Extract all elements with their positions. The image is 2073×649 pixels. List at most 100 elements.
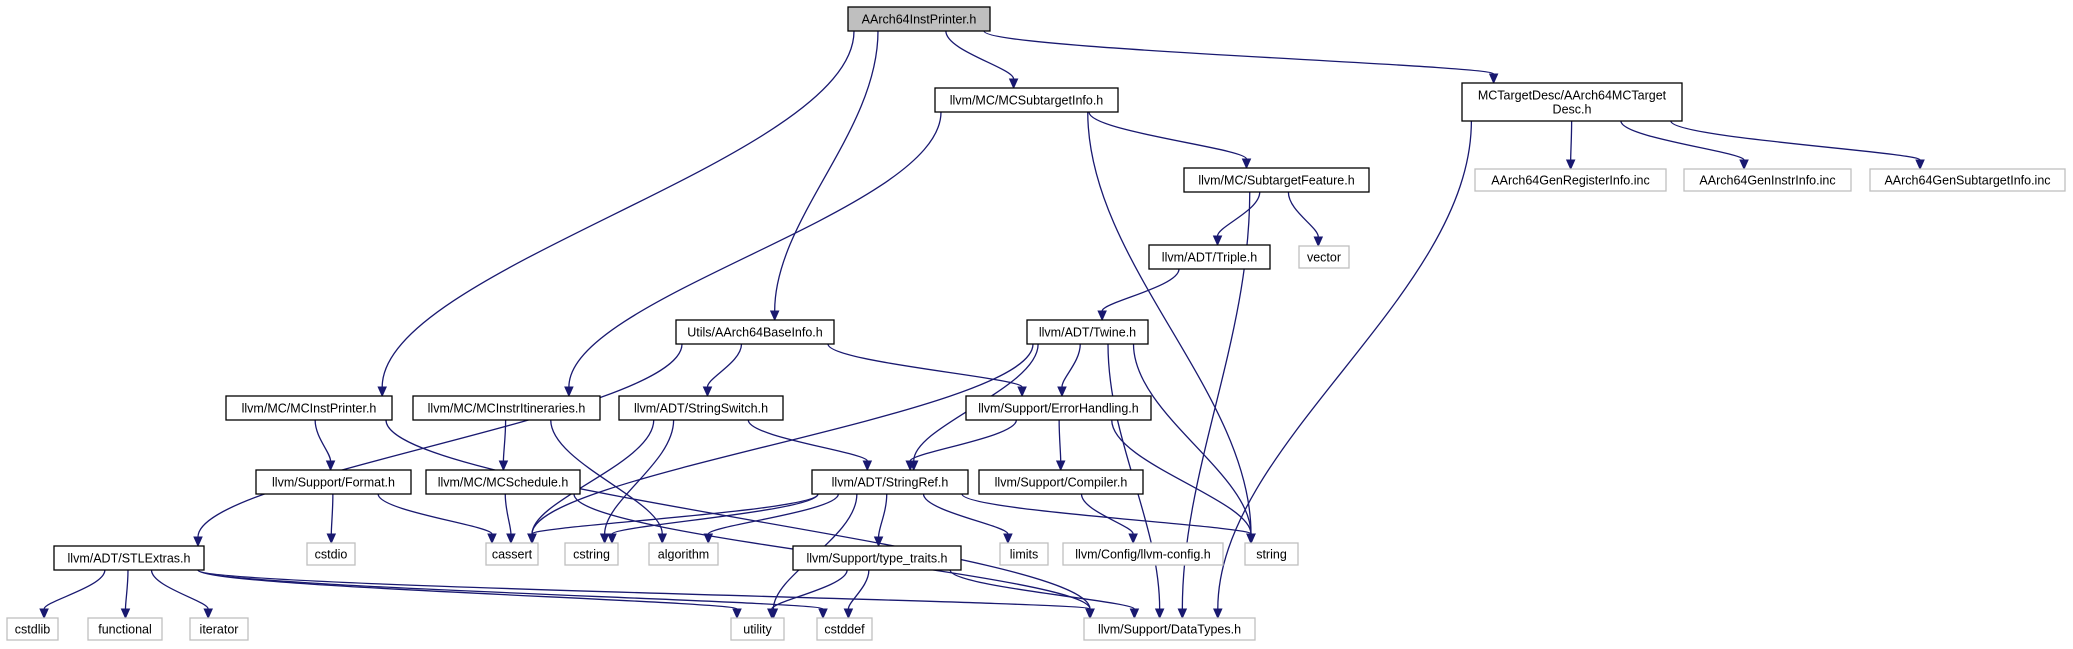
node-box: [1083, 617, 1256, 641]
edge-line: [531, 343, 1034, 535]
node-label: utility: [743, 623, 772, 637]
node-stringref[interactable]: llvm/ADT/StringRef.h: [811, 469, 969, 495]
node-mcinstprinter[interactable]: llvm/MC/MCInstPrinter.h: [225, 395, 393, 421]
edge-line: [707, 493, 840, 535]
arrowhead: [1213, 608, 1223, 620]
node-basinfo[interactable]: Utils/AArch64BaseInfo.h: [675, 319, 835, 345]
node-label: MCTargetDesc/AArch64MCTarget: [1478, 89, 1667, 103]
node-mcschedule[interactable]: llvm/MC/MCSchedule.h: [425, 469, 581, 495]
arrowhead: [377, 386, 387, 398]
edge-line: [1058, 419, 1062, 462]
edge-mcinstprinter-to-format: [314, 419, 336, 472]
arrowhead: [1313, 236, 1324, 248]
node-box: [730, 617, 785, 641]
node-label: limits: [1010, 548, 1038, 562]
edge-line: [197, 343, 683, 538]
node-stlextras[interactable]: llvm/ADT/STLExtras.h: [53, 545, 205, 571]
node-typetraits[interactable]: llvm/Support/type_traits.h: [792, 545, 962, 571]
node-box: [255, 469, 412, 495]
node-errorhandling[interactable]: llvm/Support/ErrorHandling.h: [965, 395, 1152, 421]
arrowhead: [1097, 310, 1107, 322]
node-box: [1474, 168, 1667, 192]
edge-format-to-cstdio: [326, 493, 337, 545]
node-compiler[interactable]: llvm/Support/Compiler.h: [978, 469, 1144, 495]
node-box: [965, 395, 1152, 421]
arrowhead: [527, 533, 537, 545]
node-box: [675, 319, 835, 345]
node-label: llvm/ADT/Twine.h: [1039, 326, 1136, 340]
edge-line: [603, 419, 675, 535]
node-box: [1869, 168, 2066, 192]
edge-mcschedule-to-cassert: [504, 493, 516, 545]
arrowhead: [326, 533, 337, 545]
arrowhead: [1565, 159, 1576, 171]
edge-line: [1087, 111, 1252, 535]
node-label: llvm/ADT/StringSwitch.h: [634, 402, 768, 416]
node-label: llvm/ADT/STLExtras.h: [68, 552, 191, 566]
node-label: AArch64GenRegisterInfo.inc: [1491, 174, 1649, 188]
arrowhead: [1017, 386, 1027, 398]
node-stringswitch[interactable]: llvm/ADT/StringSwitch.h: [618, 395, 784, 421]
arrowhead: [193, 536, 203, 548]
edge-line: [909, 419, 1018, 462]
edge-line: [504, 493, 512, 535]
node-root[interactable]: AArch64InstPrinter.h: [847, 6, 991, 32]
edge-line: [961, 493, 1252, 535]
arrowhead: [564, 386, 574, 398]
node-functional: functional: [87, 617, 163, 641]
arrowhead: [487, 533, 497, 545]
edge-errorhandling-to-stringref: [905, 419, 1018, 472]
node-label: llvm/Support/Compiler.h: [995, 476, 1128, 490]
arrowhead: [702, 386, 713, 398]
arrowhead: [120, 608, 131, 620]
edge-line: [197, 569, 824, 610]
node-box: [1026, 319, 1149, 345]
arrowhead: [1177, 608, 1188, 620]
edge-format-to-cassert: [377, 493, 497, 545]
arrowhead: [843, 608, 854, 620]
node-label: AArch64GenInstrInfo.inc: [1699, 174, 1835, 188]
edge-line: [124, 569, 129, 610]
node-geninstrinfo: AArch64GenInstrInfo.inc: [1683, 168, 1852, 192]
arrowhead: [599, 533, 610, 545]
node-box: [1461, 82, 1683, 122]
node-subtargetfeature[interactable]: llvm/MC/SubtargetFeature.h: [1183, 167, 1370, 193]
edge-basinfo-to-errorhandling: [827, 343, 1027, 398]
arrowhead: [703, 533, 714, 545]
node-twine[interactable]: llvm/ADT/Twine.h: [1026, 319, 1149, 345]
node-format[interactable]: llvm/Support/Format.h: [255, 469, 412, 495]
edge-line: [949, 569, 1136, 610]
node-limits: limits: [999, 542, 1049, 566]
node-triple[interactable]: llvm/ADT/Triple.h: [1148, 244, 1271, 270]
node-algorithm: algorithm: [648, 542, 719, 566]
node-box: [87, 617, 163, 641]
edge-stlextras-to-utility: [197, 569, 742, 620]
node-label: llvm/MC/MCSchedule.h: [438, 476, 569, 490]
edge-stlextras-to-iterator: [150, 569, 213, 620]
arrowhead: [1915, 159, 1925, 171]
edge-basinfo-to-stringswitch: [702, 343, 743, 398]
edge-stlextras-to-functional: [120, 569, 131, 620]
edge-stlextras-to-cstddef: [197, 569, 828, 620]
arrowhead: [498, 460, 509, 472]
node-label: llvm/Support/Format.h: [272, 476, 395, 490]
node-cassert: cassert: [485, 542, 539, 566]
node-gensubtargetinfo: AArch64GenSubtargetInfo.inc: [1869, 168, 2066, 192]
node-box: [1148, 244, 1271, 270]
node-mcsubtargetinfo[interactable]: llvm/MC/MCSubtargetInfo.h: [934, 87, 1119, 113]
edge-line: [771, 569, 848, 610]
edge-line: [197, 569, 738, 610]
edge-line: [922, 493, 1009, 535]
arrowhead: [1055, 460, 1066, 472]
node-mcinstritineraries[interactable]: llvm/MC/MCInstrItineraries.h: [412, 395, 601, 421]
node-box: [648, 542, 719, 566]
node-string: string: [1244, 542, 1299, 566]
edge-line: [747, 419, 868, 462]
edge-stringswitch-to-cstring: [599, 419, 675, 545]
arrowhead: [1128, 533, 1138, 545]
node-box: [53, 545, 205, 571]
node-cstring: cstring: [564, 542, 619, 566]
edge-line: [1080, 493, 1134, 535]
